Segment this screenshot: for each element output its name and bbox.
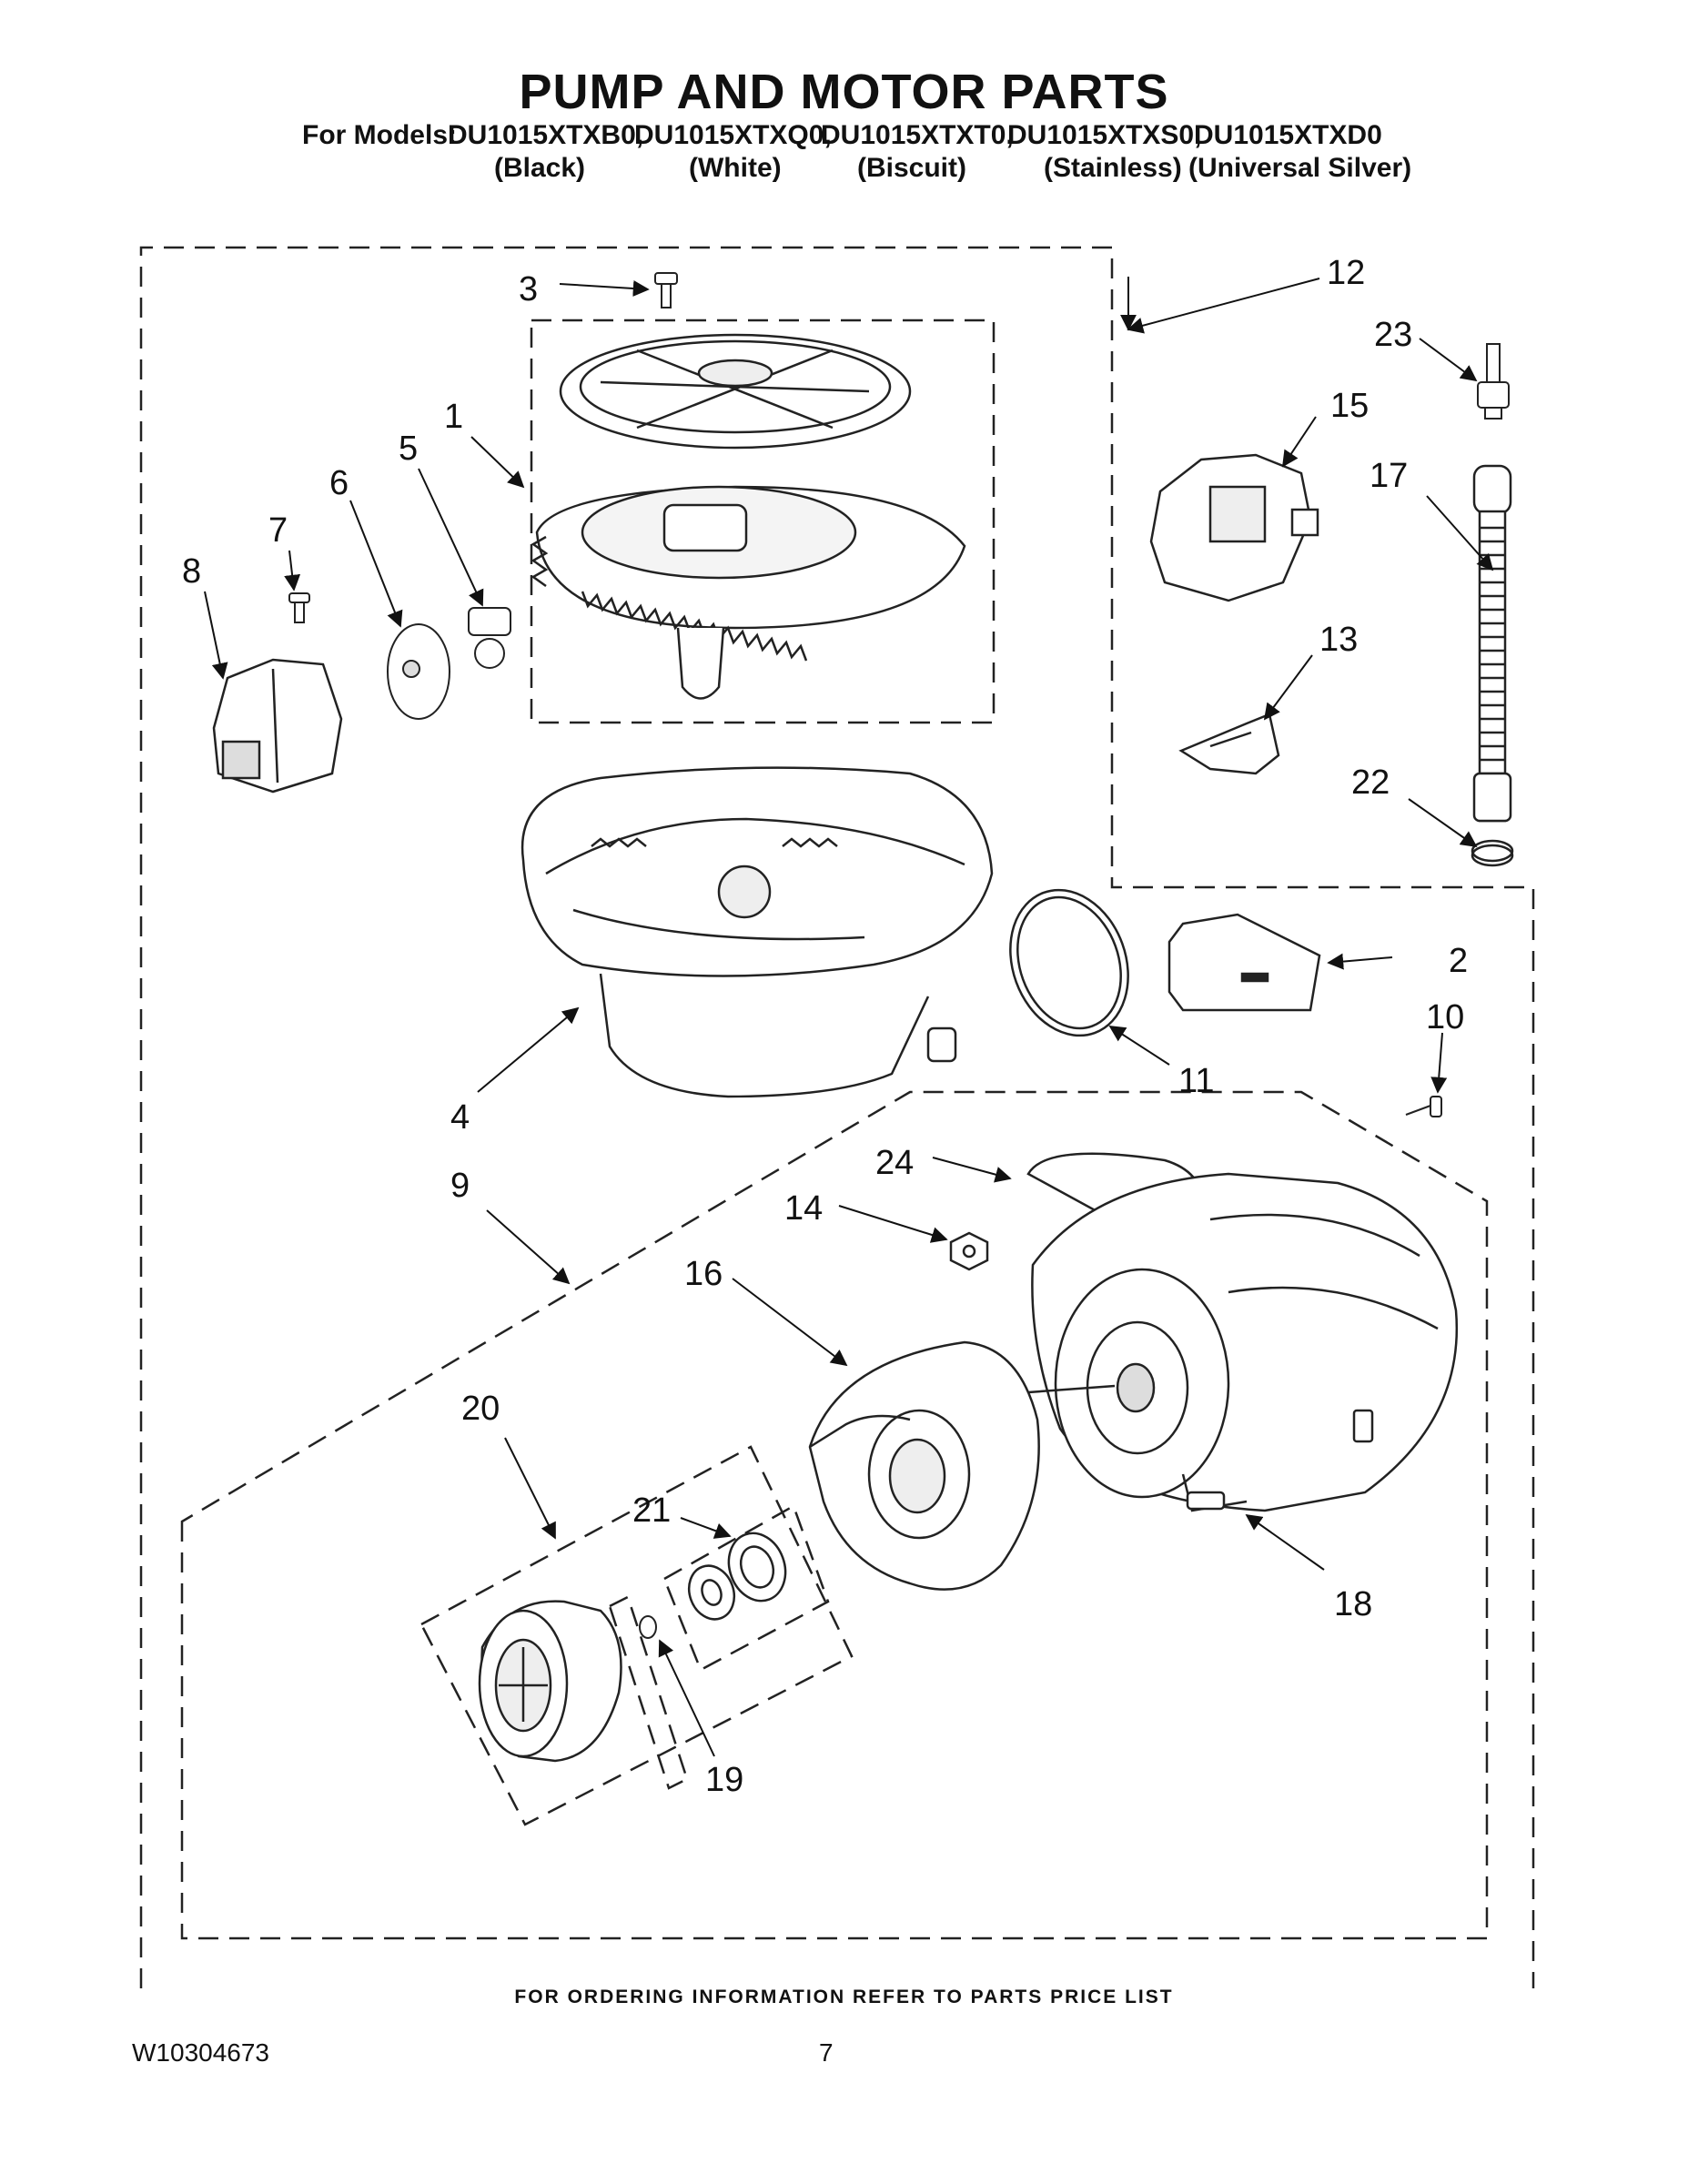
callout-8: 8 <box>182 552 201 591</box>
callout-13: 13 <box>1319 621 1358 659</box>
sensor-housing-part-8 <box>212 658 343 794</box>
callout-10: 10 <box>1426 998 1464 1036</box>
bracket-part-2 <box>1167 913 1321 1012</box>
screw-part-3 <box>654 272 678 308</box>
model-list: For Models: DU1015XTXB0, DU1015XTXQ0, DU… <box>0 120 1688 157</box>
callout-20: 20 <box>461 1390 500 1428</box>
thermostat-part-23 <box>1477 343 1510 420</box>
callout-5: 5 <box>399 430 418 468</box>
model-color: (Stainless) <box>1044 153 1182 183</box>
callout-19: 19 <box>705 1761 743 1799</box>
spray-arm-hub-part-1 <box>531 333 966 700</box>
model-color: (Universal Silver) <box>1188 153 1412 183</box>
callout-labels: 3 1 12 23 15 17 13 22 5 6 7 8 2 10 11 4 … <box>182 254 1468 1799</box>
check-valve-part-5 <box>468 607 511 669</box>
document-number: W10304673 <box>132 2038 270 2067</box>
model-number: DU1015XTXD0 <box>1194 120 1382 150</box>
callout-6: 6 <box>329 464 349 502</box>
pump-housing-part-16 <box>808 1340 1040 1591</box>
callout-2: 2 <box>1449 942 1468 980</box>
model-color: (Biscuit) <box>857 153 966 183</box>
leader-lines <box>204 277 1494 1757</box>
callout-16: 16 <box>684 1255 723 1293</box>
motor-part-18 <box>1026 1152 1459 1512</box>
callout-12: 12 <box>1327 254 1365 292</box>
callout-17: 17 <box>1370 457 1408 495</box>
model-color-list: (Black) (White) (Biscuit) (Stainless) (U… <box>0 153 1688 189</box>
model-color: (Black) <box>494 153 586 183</box>
seal-part-21 <box>687 1532 787 1621</box>
callout-7: 7 <box>268 511 288 550</box>
ordering-note: FOR ORDERING INFORMATION REFER TO PARTS … <box>514 1987 1174 2007</box>
chopper-blade-part-6 <box>387 623 450 720</box>
washer-part-19 <box>639 1615 657 1639</box>
model-number: DU1015XTXQ0, <box>634 120 832 150</box>
callout-4: 4 <box>450 1098 470 1137</box>
callout-15: 15 <box>1330 387 1369 425</box>
gasket-part-11 <box>1009 888 1129 1037</box>
screw-part-7 <box>288 592 310 623</box>
page-number: 7 <box>819 2038 834 2067</box>
impeller-part-20 <box>478 1600 622 1763</box>
sump-part-4 <box>521 766 994 1098</box>
screw-part-10 <box>1405 1096 1442 1117</box>
model-number: DU1015XTXS0, <box>1007 120 1202 150</box>
callout-21: 21 <box>632 1491 671 1530</box>
page-title: PUMP AND MOTOR PARTS <box>519 65 1169 119</box>
callout-14: 14 <box>784 1189 823 1228</box>
callout-23: 23 <box>1374 316 1412 354</box>
callout-1: 1 <box>444 398 463 436</box>
assembly-border <box>139 246 1535 1988</box>
callout-9: 9 <box>450 1167 470 1205</box>
pump-part-15 <box>1149 453 1319 602</box>
callout-22: 22 <box>1351 763 1390 802</box>
callout-3: 3 <box>519 270 538 308</box>
hose-part-17 <box>1472 464 1512 823</box>
clip-part-13 <box>1178 713 1280 775</box>
models-prefix: For Models: <box>302 120 457 150</box>
model-number: DU1015XTXT0, <box>821 120 1014 150</box>
callout-24: 24 <box>875 1144 914 1182</box>
nut-part-14 <box>949 1231 989 1271</box>
model-color: (White) <box>689 153 782 183</box>
clamp-part-22 <box>1471 839 1514 867</box>
model-number: DU1015XTXB0, <box>448 120 644 150</box>
callout-11: 11 <box>1178 1062 1214 1100</box>
callout-18: 18 <box>1334 1585 1372 1623</box>
